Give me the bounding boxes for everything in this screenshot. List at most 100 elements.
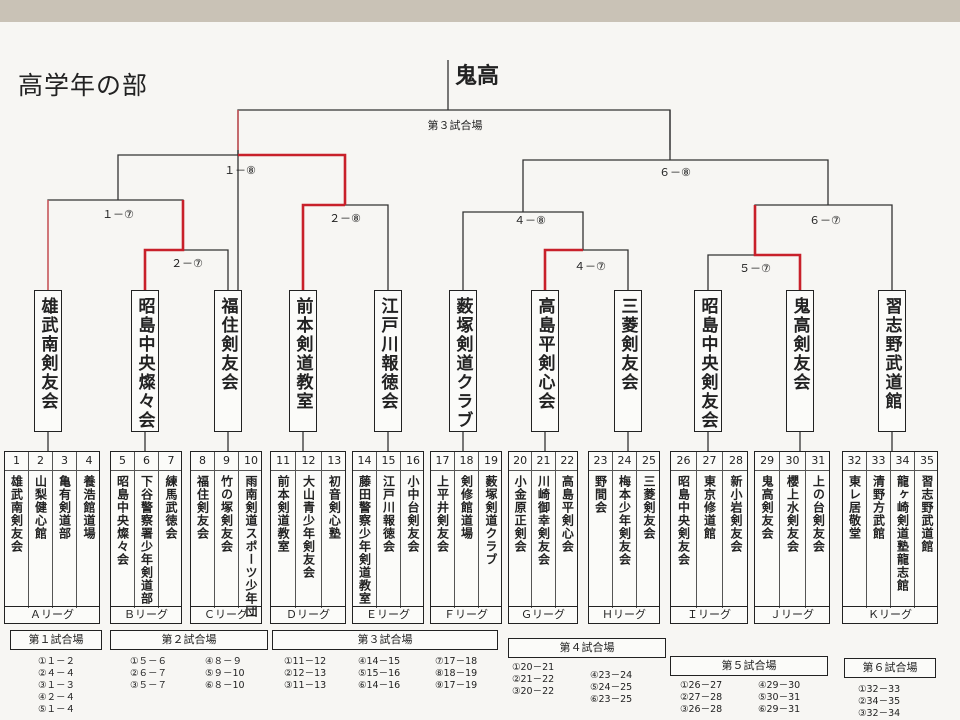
winner-path-left-semi [238, 153, 347, 205]
league-member: 11 前本剣道教室 [271, 452, 297, 608]
member-name: 三菱剣友会 [642, 475, 656, 540]
team-box: 昭島中央剣友会 [694, 290, 722, 432]
league-name: Ｈリーグ [589, 606, 659, 623]
league-member: 4 養浩館道場 [77, 452, 99, 608]
bracket-4-8 [462, 211, 584, 290]
round-label-final: 第３試合場 [427, 119, 483, 132]
member-name: 上平井剣友会 [435, 475, 450, 553]
member-number: 5 [111, 452, 134, 471]
league-member: 15 江戸川報徳会 [377, 452, 401, 608]
team-box: 昭島中央燦々会 [131, 290, 159, 432]
league-name: Ｋリーグ [843, 606, 937, 623]
league-name: Ｉリーグ [671, 606, 747, 623]
league-member: 18 剣修館道場 [455, 452, 479, 608]
member-name: 昭島中央剣友会 [676, 475, 691, 566]
team-box: 薮塚剣道クラブ [449, 290, 477, 432]
member-name: 福住剣友会 [195, 475, 210, 540]
venue-label: 第４試合場 [508, 638, 666, 658]
member-number: 18 [455, 452, 478, 471]
league-member: 16 小中台剣友会 [401, 452, 423, 608]
member-name: 剣修館道場 [459, 475, 474, 540]
venue-label: 第１試合場 [10, 630, 102, 650]
member-name: 亀有剣道部 [57, 475, 72, 540]
member-name: 下谷警察署少年剣道部 [139, 475, 154, 605]
round-label-2-7: ２－⑦ [171, 257, 203, 270]
venue-label: 第５試合場 [670, 656, 828, 676]
member-number: 7 [159, 452, 181, 471]
round-label-4-7: ４－⑦ [574, 260, 606, 273]
winner-path-2-7 [143, 200, 185, 290]
member-name: 小中台剣友会 [406, 475, 420, 553]
member-number: 30 [780, 452, 805, 471]
league-name: Ｅリーグ [353, 606, 423, 623]
round-label-1-7: １－⑦ [102, 208, 134, 221]
member-name: 雄武南剣友会 [9, 475, 24, 553]
member-number: 15 [377, 452, 400, 471]
member-number: 34 [891, 452, 914, 471]
member-number: 23 [589, 452, 612, 471]
member-name: 初音剣心塾 [327, 475, 342, 540]
team-box: 三菱剣友会 [614, 290, 642, 432]
champion-label: 鬼高 [455, 63, 500, 89]
member-number: 35 [915, 452, 937, 471]
right-semi-bracket [522, 159, 829, 212]
member-name: 上の台剣友会 [811, 475, 826, 553]
member-number: 26 [671, 452, 696, 471]
member-number: 27 [697, 452, 722, 471]
member-number: 16 [401, 452, 423, 471]
member-number: 4 [77, 452, 99, 471]
member-name: 薮塚剣道クラブ [484, 475, 498, 566]
member-number: 11 [271, 452, 296, 471]
member-number: 8 [191, 452, 214, 471]
member-number: 32 [843, 452, 866, 471]
league-member: 27 東京修道館 [697, 452, 723, 608]
member-name: 山梨健心館 [33, 475, 48, 540]
league-name: Ｇリーグ [509, 606, 577, 623]
venue-label: 第６試合場 [844, 658, 936, 678]
league-name: Ｊリーグ [755, 606, 829, 623]
member-name: 養浩館道場 [82, 475, 96, 540]
team-box: 習志野武道館 [878, 290, 906, 432]
page-title: 高学年の部 [18, 71, 149, 100]
member-number: 10 [239, 452, 261, 471]
member-number: 9 [215, 452, 238, 471]
member-name: 東京修道館 [702, 475, 717, 540]
member-name: 江戸川報徳会 [381, 475, 396, 553]
member-number: 3 [53, 452, 76, 471]
member-name: 習志野武道館 [920, 475, 934, 553]
member-name: 前本剣道教室 [276, 475, 291, 553]
round-label-right-semi: ６－⑧ [659, 166, 691, 179]
